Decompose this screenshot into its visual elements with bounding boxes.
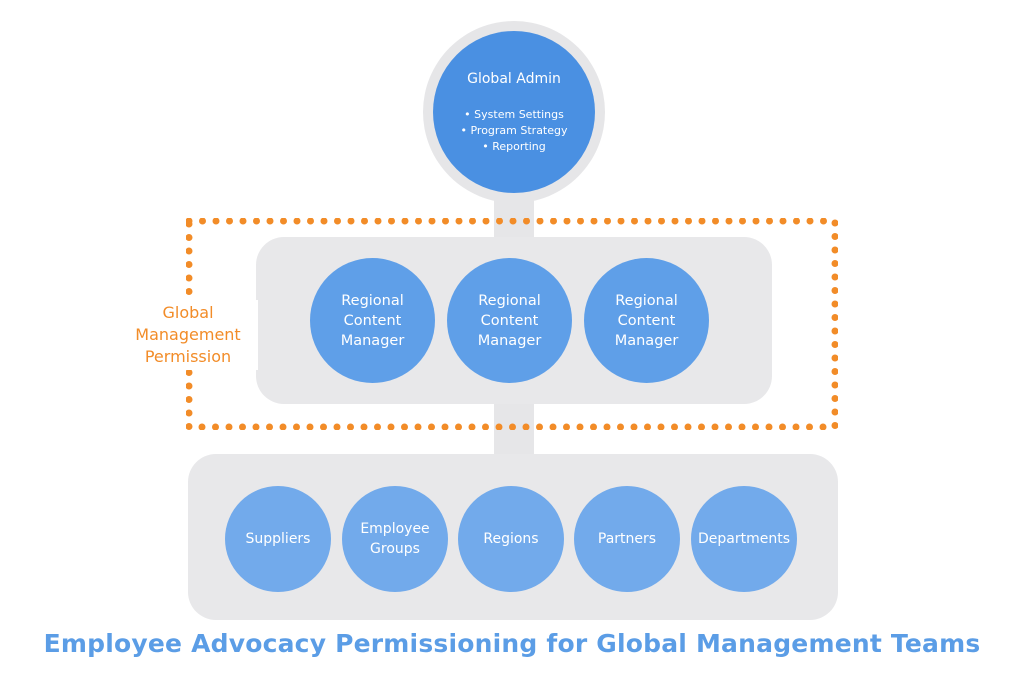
admin-item-system-settings: System Settings — [433, 107, 595, 123]
group-label: Regions — [483, 531, 539, 547]
connector-regional-groups — [494, 400, 534, 460]
group-node-employee-groups: Employee Groups — [342, 486, 448, 592]
group-node-suppliers: Suppliers — [225, 486, 331, 592]
global-admin-title: Global Admin — [467, 71, 561, 87]
group-node-regions: Regions — [458, 486, 564, 592]
group-label: Employee Groups — [360, 521, 430, 557]
regional-manager-label: Regional Content Manager — [340, 292, 405, 349]
global-admin-node: Global Admin System Settings Program Str… — [433, 31, 595, 193]
page-title: Employee Advocacy Permissioning for Glob… — [43, 629, 981, 658]
regional-manager-node-2: Regional Content Manager — [447, 258, 572, 383]
regional-manager-label: Regional Content Manager — [614, 292, 679, 349]
permission-dotted-frame — [186, 218, 838, 430]
group-node-partners: Partners — [574, 486, 680, 592]
admin-item-reporting: Reporting — [433, 139, 595, 155]
admin-item-program-strategy: Program Strategy — [433, 123, 595, 139]
regional-manager-node-3: Regional Content Manager — [584, 258, 709, 383]
group-label: Departments — [697, 531, 790, 547]
permission-label: Global Management Permission — [118, 300, 258, 370]
group-label: Suppliers — [245, 531, 311, 547]
global-admin-list: System Settings Program Strategy Reporti… — [433, 107, 595, 155]
group-node-departments: Departments — [691, 486, 797, 592]
group-label: Partners — [597, 531, 657, 547]
regional-manager-label: Regional Content Manager — [477, 292, 542, 349]
regional-manager-node-1: Regional Content Manager — [310, 258, 435, 383]
